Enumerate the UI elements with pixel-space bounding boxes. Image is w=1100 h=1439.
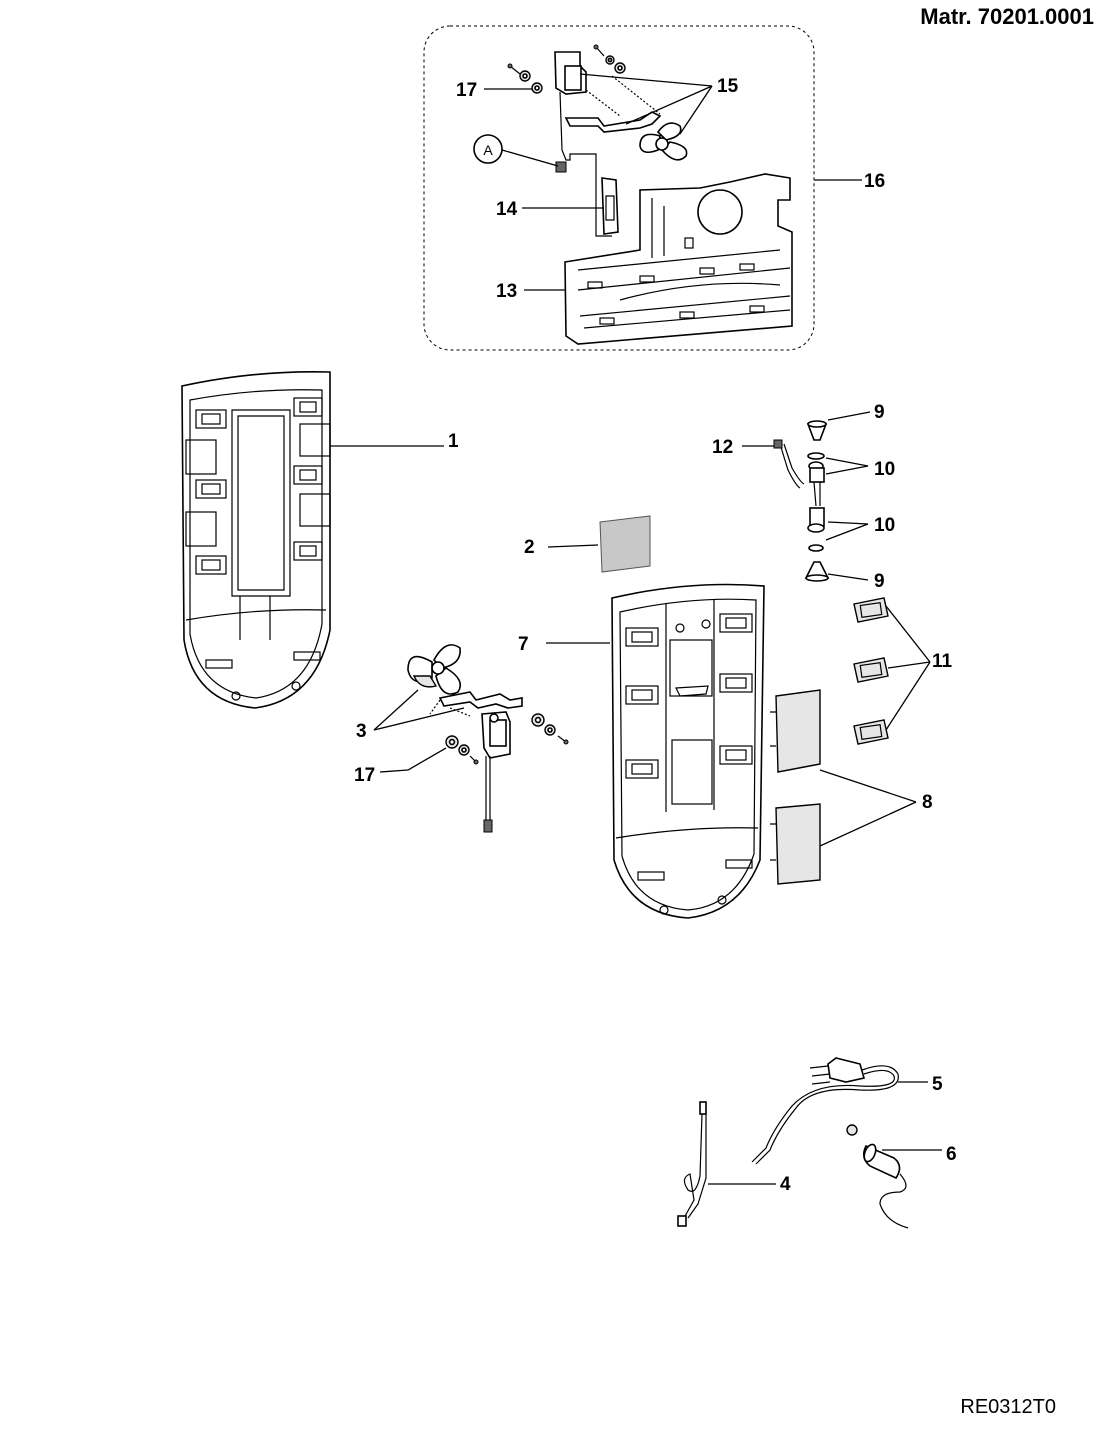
fan-blade-15 bbox=[639, 122, 688, 161]
fan-assembly-3 bbox=[373, 644, 569, 833]
callout-12: 12 bbox=[712, 437, 733, 458]
cover-plate-8 bbox=[770, 689, 917, 885]
connector-a-marker bbox=[473, 134, 503, 164]
fan-assembly-group-16: A 17 15 14 13 16 bbox=[423, 25, 885, 351]
callout-5: 5 bbox=[932, 1074, 943, 1095]
connector-a-label: A bbox=[483, 142, 493, 158]
callout-2: 2 bbox=[524, 537, 535, 558]
wire-harness-4 bbox=[677, 1101, 776, 1227]
callout-4: 4 bbox=[780, 1174, 791, 1195]
lamp-holder-parts bbox=[742, 411, 871, 582]
material-number: Matr. 70201.0001 bbox=[920, 4, 1094, 29]
capacitor-6 bbox=[846, 1124, 942, 1229]
rear-panel-1 bbox=[181, 370, 444, 709]
callout-13: 13 bbox=[496, 281, 517, 302]
callout-1: 1 bbox=[448, 431, 459, 452]
callout-10-top: 10 bbox=[874, 459, 895, 480]
nut-icon bbox=[519, 55, 626, 94]
callout-14: 14 bbox=[496, 199, 518, 220]
fan-motor-15 bbox=[554, 51, 612, 237]
vent-grille-11 bbox=[853, 597, 931, 745]
callout-15: 15 bbox=[717, 76, 739, 97]
callout-8: 8 bbox=[922, 792, 933, 813]
screw-icon bbox=[507, 44, 605, 75]
callout-10-bottom: 10 bbox=[874, 515, 895, 536]
callout-9-top: 9 bbox=[874, 402, 885, 423]
callout-7: 7 bbox=[518, 634, 529, 655]
callout-17-bottom: 17 bbox=[354, 765, 375, 786]
fan-housing-13 bbox=[564, 173, 793, 345]
callout-11: 11 bbox=[932, 651, 953, 672]
drawing-code: RE0312T0 bbox=[960, 1396, 1056, 1418]
inner-panel-7 bbox=[546, 583, 765, 919]
mains-cable-5 bbox=[751, 1057, 928, 1165]
callout-3: 3 bbox=[356, 721, 367, 742]
callout-9-bottom: 9 bbox=[874, 571, 885, 592]
callout-17-top: 17 bbox=[456, 80, 477, 101]
callout-6: 6 bbox=[946, 1144, 957, 1165]
heater-element-14 bbox=[601, 177, 619, 235]
fan-bracket-15 bbox=[564, 111, 662, 133]
rating-label-2 bbox=[547, 515, 651, 573]
callout-16: 16 bbox=[864, 171, 885, 192]
